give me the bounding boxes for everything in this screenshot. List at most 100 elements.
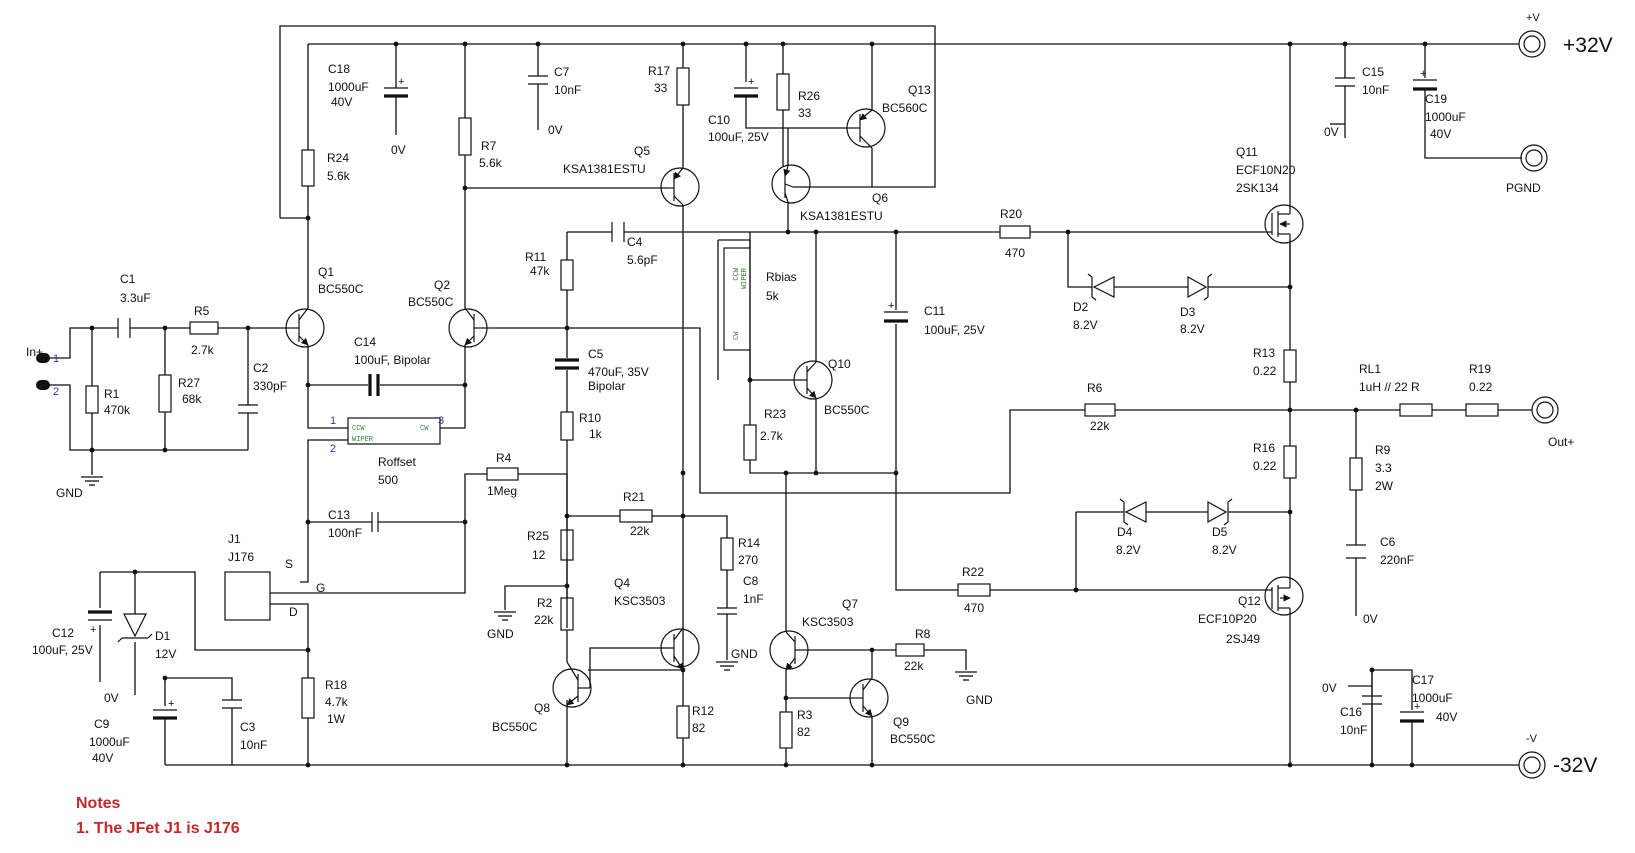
r25-value: 12 bbox=[532, 548, 546, 562]
c6-name: C6 bbox=[1380, 535, 1396, 549]
zener-d2 bbox=[1087, 273, 1115, 301]
c17-name: C17 bbox=[1412, 673, 1434, 687]
resistor-r9 bbox=[1349, 457, 1363, 491]
transistor-q13 bbox=[846, 108, 886, 149]
svg-text:CW: CW bbox=[733, 331, 741, 340]
c10-value: 100uF, 25V bbox=[708, 130, 769, 144]
zero-v-label: 0V bbox=[1363, 612, 1378, 626]
resistor-r17 bbox=[676, 67, 690, 106]
zener-d3 bbox=[1187, 273, 1213, 301]
c2-name: C2 bbox=[253, 361, 269, 375]
pos-pin-label: +V bbox=[1526, 12, 1540, 24]
c13-value: 100nF bbox=[328, 526, 362, 540]
r19-value: 0.22 bbox=[1469, 380, 1493, 394]
r18-rating: 1W bbox=[327, 712, 346, 726]
d1-name: D1 bbox=[155, 629, 171, 643]
d2-name: D2 bbox=[1073, 300, 1089, 314]
resistor-r3 bbox=[779, 711, 793, 749]
r3-value: 82 bbox=[797, 725, 811, 739]
capacitor-c1 bbox=[117, 318, 131, 338]
notes-line-1: 1. The JFet J1 is J176 bbox=[76, 820, 240, 837]
r16-name: R16 bbox=[1253, 441, 1275, 455]
svg-text:+: + bbox=[888, 300, 894, 312]
c18-value: 1000uF bbox=[328, 80, 369, 94]
roffset-pin3: 3 bbox=[438, 415, 444, 427]
jfet-j1 bbox=[224, 571, 271, 621]
capacitors: + + + + bbox=[88, 68, 1437, 723]
capacitor-c14 bbox=[368, 374, 380, 396]
capacitor-c8 bbox=[717, 607, 737, 615]
r6-value: 22k bbox=[1090, 419, 1110, 433]
zener-d4 bbox=[1119, 498, 1147, 526]
c5-type: Bipolar bbox=[588, 379, 625, 393]
pot-rbias: CCW WIPER CW bbox=[723, 247, 751, 351]
j1-gate-pin: G bbox=[316, 581, 325, 595]
ground-icon bbox=[715, 661, 739, 671]
capacitor-c17: + bbox=[1400, 701, 1424, 723]
svg-text:+: + bbox=[1420, 68, 1426, 80]
zener-d5 bbox=[1207, 498, 1233, 526]
c18-rating: 40V bbox=[331, 95, 352, 109]
resistor-r11 bbox=[560, 259, 574, 291]
j1-name: J1 bbox=[228, 532, 241, 546]
roffset-value: 500 bbox=[378, 473, 398, 487]
neg-rail-label: -32V bbox=[1553, 754, 1597, 777]
q5-value: KSA1381ESTU bbox=[563, 162, 646, 176]
q7-value: KSC3503 bbox=[802, 615, 854, 629]
c3-value: 10nF bbox=[240, 738, 267, 752]
transistor-q10 bbox=[793, 360, 833, 400]
resistor-r21 bbox=[619, 509, 653, 523]
resistor-r1 bbox=[85, 385, 99, 414]
resistor-r23 bbox=[743, 424, 757, 461]
capacitor-c13 bbox=[371, 512, 379, 532]
q1-name: Q1 bbox=[318, 265, 334, 279]
zero-v-label: 0V bbox=[104, 691, 119, 705]
q11-alt: 2SK134 bbox=[1236, 181, 1279, 195]
gnd-label: GND bbox=[487, 627, 514, 641]
c2-value: 330pF bbox=[253, 379, 287, 393]
svg-text:+: + bbox=[90, 624, 96, 636]
c5-name: C5 bbox=[588, 347, 604, 361]
r3-name: R3 bbox=[797, 708, 813, 722]
c9-name: C9 bbox=[94, 717, 110, 731]
q12-name: Q12 bbox=[1238, 594, 1261, 608]
resistor-r25 bbox=[560, 529, 574, 561]
junction-dots bbox=[89, 41, 1428, 768]
pgnd-label: PGND bbox=[1506, 181, 1541, 195]
c5-value: 470uF, 35V bbox=[588, 365, 649, 379]
zero-v-label: 0V bbox=[391, 143, 406, 157]
d3-name: D3 bbox=[1180, 305, 1196, 319]
q12-value: ECF10P20 bbox=[1198, 612, 1257, 626]
r13-name: R13 bbox=[1253, 346, 1275, 360]
c14-value: 100uF, Bipolar bbox=[354, 353, 431, 367]
r26-name: R26 bbox=[798, 89, 820, 103]
c9-value: 1000uF bbox=[89, 735, 130, 749]
resistor-r2 bbox=[560, 597, 574, 631]
r9-rating: 2W bbox=[1375, 479, 1394, 493]
r13-value: 0.22 bbox=[1253, 364, 1277, 378]
resistors bbox=[85, 67, 1499, 749]
q9-value: BC550C bbox=[890, 732, 936, 746]
neg-pin-label: -V bbox=[1526, 733, 1538, 745]
q7-name: Q7 bbox=[842, 597, 858, 611]
j1-drain-pin: D bbox=[289, 605, 298, 619]
gnd-label: GND bbox=[966, 693, 993, 707]
ground-icon bbox=[954, 671, 978, 681]
capacitor-c19: + bbox=[1413, 68, 1437, 91]
resistor-r26 bbox=[776, 73, 790, 111]
zero-v-label: 0V bbox=[548, 123, 563, 137]
r16-value: 0.22 bbox=[1253, 459, 1277, 473]
zener-d1 bbox=[117, 613, 153, 643]
resistor-r18 bbox=[301, 677, 315, 719]
q6-value: KSA1381ESTU bbox=[800, 209, 883, 223]
q8-name: Q8 bbox=[534, 701, 550, 715]
r17-value: 33 bbox=[654, 81, 668, 95]
diodes bbox=[117, 273, 1233, 643]
ground-icon bbox=[80, 476, 104, 486]
capacitor-c7 bbox=[528, 75, 548, 85]
resistor-r13 bbox=[1283, 349, 1297, 383]
r8-value: 22k bbox=[904, 659, 924, 673]
d4-name: D4 bbox=[1117, 525, 1133, 539]
capacitor-c16 bbox=[1362, 695, 1382, 705]
terminal-neg-32v bbox=[1500, 751, 1546, 779]
